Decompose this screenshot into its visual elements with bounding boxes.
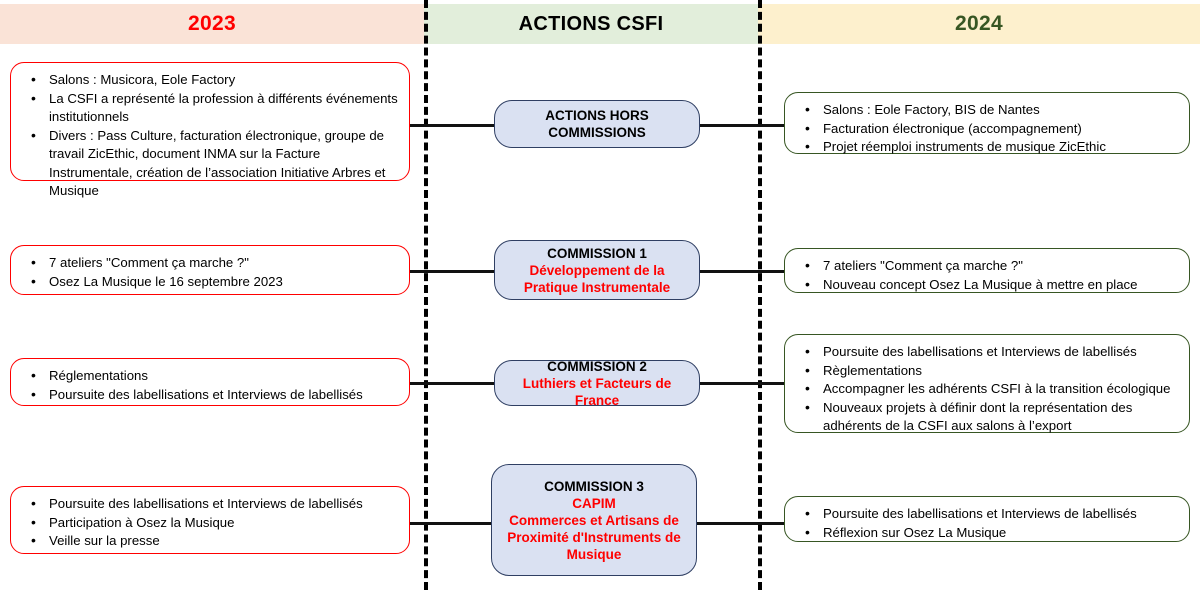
right-bullet-list-row-4: Poursuite des labellisations et Intervie… bbox=[795, 504, 1179, 543]
list-item: Salons : Eole Factory, BIS de Nantes bbox=[795, 100, 1179, 120]
center-box-title: COMMISSION 3 bbox=[544, 478, 644, 494]
connector-left-row-3 bbox=[403, 382, 496, 385]
list-item: La CSFI a représenté la profession à dif… bbox=[21, 89, 399, 127]
center-box-actions-hors-commissions[interactable]: ACTIONS HORS COMMISSIONS bbox=[494, 100, 700, 148]
list-item: Accompagner les adhérents CSFI à la tran… bbox=[795, 379, 1179, 399]
list-item: Réflexion sur Osez La Musique bbox=[795, 523, 1179, 543]
list-item: 7 ateliers "Comment ça marche ?" bbox=[795, 256, 1179, 276]
left-bullet-list-row-3: Réglementations Poursuite des labellisat… bbox=[21, 366, 399, 405]
right-bullet-list-row-3: Poursuite des labellisations et Intervie… bbox=[795, 342, 1179, 436]
left-bullet-list-row-4: Poursuite des labellisations et Intervie… bbox=[21, 494, 399, 551]
header-right-label: 2024 bbox=[955, 12, 1003, 35]
connector-left-row-4 bbox=[403, 522, 493, 525]
column-divider-right bbox=[758, 0, 762, 590]
right-box-row-3[interactable]: Poursuite des labellisations et Intervie… bbox=[784, 334, 1190, 433]
list-item: Poursuite des labellisations et Intervie… bbox=[795, 504, 1179, 524]
connector-right-row-3 bbox=[700, 382, 786, 385]
column-divider-left bbox=[424, 0, 428, 590]
list-item: Projet réemploi instruments de musique Z… bbox=[795, 137, 1179, 157]
center-box-subtitle: CAPIM bbox=[572, 495, 616, 511]
left-bullet-list-row-1: Salons : Musicora, Eole Factory La CSFI … bbox=[21, 70, 399, 201]
left-box-row-1[interactable]: Salons : Musicora, Eole Factory La CSFI … bbox=[10, 62, 410, 198]
right-box-row-2[interactable]: 7 ateliers "Comment ça marche ?" Nouveau… bbox=[784, 248, 1190, 293]
left-box-row-3[interactable]: Réglementations Poursuite des labellisat… bbox=[10, 358, 410, 406]
header-left-label: 2023 bbox=[188, 12, 236, 35]
right-bullet-list-row-1: Salons : Eole Factory, BIS de Nantes Fac… bbox=[795, 100, 1179, 157]
center-box-subtitle: Développement de la Pratique Instrumenta… bbox=[523, 262, 671, 295]
right-box-row-1[interactable]: Salons : Eole Factory, BIS de Nantes Fac… bbox=[784, 92, 1190, 157]
header-center-label: ACTIONS CSFI bbox=[518, 12, 664, 35]
connector-left-row-1 bbox=[410, 124, 496, 127]
list-item: Salons : Musicora, Eole Factory bbox=[21, 70, 399, 90]
list-item: Divers : Pass Culture, facturation élect… bbox=[21, 126, 399, 201]
header-actions-csfi: ACTIONS CSFI bbox=[424, 4, 758, 44]
list-item: Poursuite des labellisations et Intervie… bbox=[21, 385, 399, 405]
left-box-row-4[interactable]: Poursuite des labellisations et Intervie… bbox=[10, 486, 410, 554]
list-item: Osez La Musique le 16 septembre 2023 bbox=[21, 272, 399, 292]
list-item: Poursuite des labellisations et Intervie… bbox=[795, 342, 1179, 362]
list-item: Réglementations bbox=[21, 366, 399, 386]
list-item: Participation à Osez la Musique bbox=[21, 513, 399, 533]
right-bullet-list-row-2: 7 ateliers "Comment ça marche ?" Nouveau… bbox=[795, 256, 1179, 295]
center-box-commission-3[interactable]: COMMISSION 3 CAPIM Commerces et Artisans… bbox=[491, 464, 697, 576]
left-box-row-2[interactable]: 7 ateliers "Comment ça marche ?" Osez La… bbox=[10, 245, 410, 295]
connector-right-row-2 bbox=[700, 270, 786, 273]
list-item: Nouveaux projets à définir dont la repré… bbox=[795, 398, 1179, 436]
center-box-commission-2[interactable]: COMMISSION 2 Luthiers et Facteurs de Fra… bbox=[494, 358, 700, 408]
list-item: Nouveau concept Osez La Musique à mettre… bbox=[795, 275, 1179, 295]
list-item: Veille sur la presse bbox=[21, 531, 399, 551]
left-bullet-list-row-2: 7 ateliers "Comment ça marche ?" Osez La… bbox=[21, 253, 399, 292]
center-box-subtitle: Luthiers et Facteurs de France bbox=[522, 375, 672, 408]
list-item: Facturation électronique (accompagnement… bbox=[795, 119, 1179, 139]
header-year-2024: 2024 bbox=[758, 4, 1200, 44]
connector-right-row-4 bbox=[697, 522, 786, 525]
center-box-title: ACTIONS HORS COMMISSIONS bbox=[545, 108, 649, 140]
center-box-title: COMMISSION 2 bbox=[547, 358, 647, 374]
center-box-title: COMMISSION 1 bbox=[547, 245, 647, 261]
center-box-commission-1[interactable]: COMMISSION 1 Développement de la Pratiqu… bbox=[494, 240, 700, 300]
connector-right-row-1 bbox=[700, 124, 786, 127]
list-item: 7 ateliers "Comment ça marche ?" bbox=[21, 253, 399, 273]
right-box-row-4[interactable]: Poursuite des labellisations et Intervie… bbox=[784, 496, 1190, 542]
connector-left-row-2 bbox=[403, 270, 496, 273]
header-year-2023: 2023 bbox=[0, 4, 424, 44]
list-item: Règlementations bbox=[795, 361, 1179, 381]
center-box-subtitle-secondary: Commerces et Artisans de Proximité d'Ins… bbox=[507, 512, 681, 562]
list-item: Poursuite des labellisations et Intervie… bbox=[21, 494, 399, 514]
